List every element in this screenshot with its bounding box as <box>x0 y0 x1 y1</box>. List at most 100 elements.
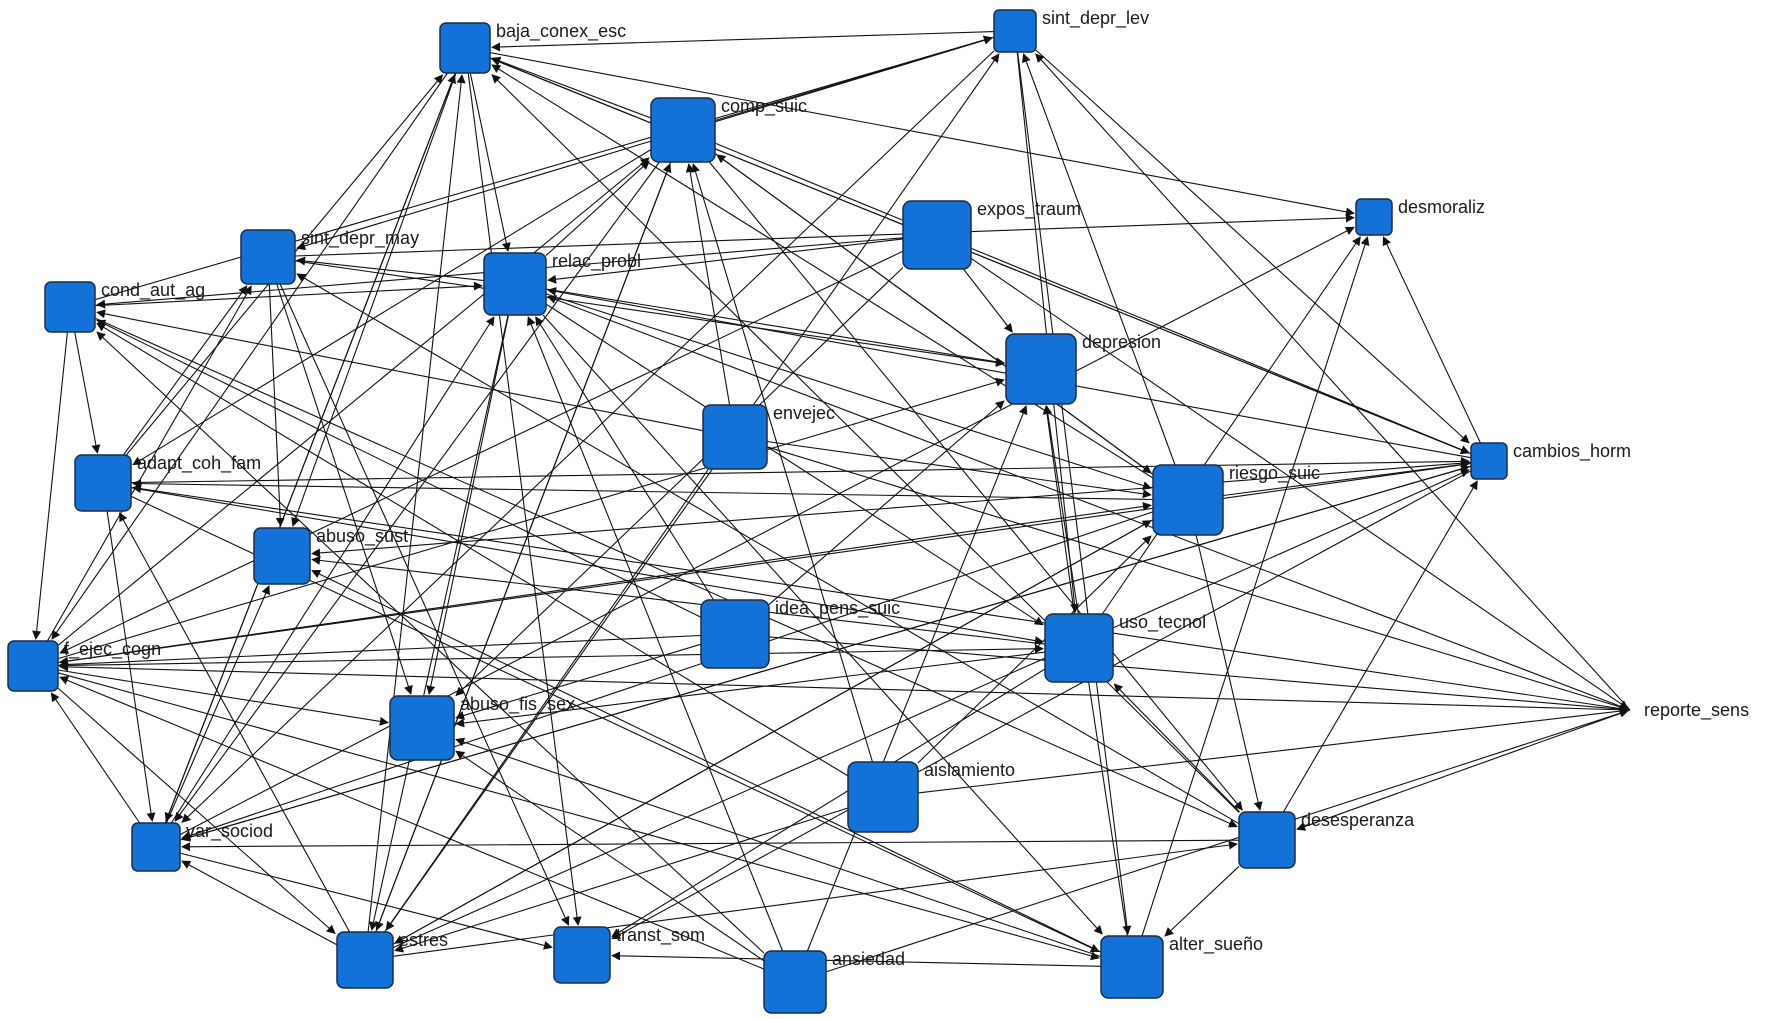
node-box-abuso_fis_sex[interactable] <box>389 695 455 761</box>
node-sint_depr_lev[interactable]: sint_depr_lev <box>993 8 1149 53</box>
node-box-adapt_coh_fam[interactable] <box>74 454 132 512</box>
node-abuso_sust[interactable]: abuso_sust <box>253 526 408 585</box>
node-idea_pens_suic[interactable]: idea_pens_suic <box>700 598 900 669</box>
node-label-comp_suic: comp_suic <box>721 96 807 117</box>
node-label-sint_depr_may: sint_depr_may <box>301 228 419 249</box>
edge-alter_sueño-to-abuso_sust <box>311 569 1102 953</box>
edge-sint_depr_lev-to-var_sociod <box>181 50 995 823</box>
edge-alter_sueño-to-desmoraliz <box>1141 236 1370 937</box>
edge-estres-to-baja_conex_esc <box>367 74 466 933</box>
node-box-sint_depr_may[interactable] <box>240 229 296 285</box>
edge-relac_probl-to-riesgo_suic <box>545 293 1152 490</box>
node-relac_probl[interactable]: relac_probl <box>483 251 641 316</box>
node-box-comp_suic[interactable] <box>650 97 716 163</box>
node-box-var_sociod[interactable] <box>131 822 181 872</box>
edge-expos_traum-to-abuso_fis_sex <box>455 267 904 697</box>
edge-estres-to-riesgo_suic <box>392 520 1152 945</box>
node-expos_traum[interactable]: expos_traum <box>902 199 1081 270</box>
node-label-f_ejec_cogn: f_ejec_cogn <box>64 639 161 660</box>
edge-cambios_horm-to-abuso_sust <box>311 461 1472 558</box>
node-box-estres[interactable] <box>336 931 394 989</box>
edge-var_sociod-to-abuso_sust <box>165 585 270 824</box>
edge-adapt_coh_fam-to-var_sociod <box>106 510 156 822</box>
node-desmoraliz[interactable]: desmoraliz <box>1355 197 1485 236</box>
node-estres[interactable]: estres <box>336 930 448 989</box>
node-f_ejec_cogn[interactable]: f_ejec_cogn <box>7 639 161 692</box>
node-box-f_ejec_cogn[interactable] <box>7 640 59 692</box>
edge-estres-to-var_sociod <box>181 860 338 946</box>
edge-cambios_horm-to-transt_som <box>611 470 1472 940</box>
node-box-depresion[interactable] <box>1005 333 1077 405</box>
node-box-envejec[interactable] <box>702 404 768 470</box>
edge-aislamiento-to-cond_aut_ag <box>96 322 849 777</box>
node-box-aislamiento[interactable] <box>847 761 919 833</box>
node-box-riesgo_suic[interactable] <box>1152 464 1224 536</box>
node-box-desesperanza[interactable] <box>1238 811 1296 869</box>
edge-uso_tecnol-to-desmoraliz <box>1101 236 1361 615</box>
node-label-baja_conex_esc: baja_conex_esc <box>496 21 626 42</box>
node-cond_aut_ag[interactable]: cond_aut_ag <box>44 280 205 333</box>
edge-riesgo_suic-to-sint_depr_lev <box>1022 53 1176 466</box>
edge-riesgo_suic-to-desesperanza <box>1195 534 1263 811</box>
edge-comp_suic-to-desesperanza <box>708 161 1243 811</box>
node-box-idea_pens_suic[interactable] <box>700 599 770 669</box>
node-box-relac_probl[interactable] <box>483 252 547 316</box>
node-sint_depr_may[interactable]: sint_depr_may <box>240 228 419 285</box>
edge-baja_conex_esc-to-desmoraliz <box>489 52 1355 217</box>
edge-f_ejec_cogn-to-comp_suic <box>57 157 650 646</box>
node-label-estres: estres <box>399 930 448 950</box>
edge-var_sociod-to-relac_probl <box>170 316 495 824</box>
edge-baja_conex_esc-to-transt_som <box>467 72 582 926</box>
edge-ansiedad-to-cond_aut_ag <box>96 331 765 954</box>
node-box-alter_sueño[interactable] <box>1100 935 1164 999</box>
node-label-riesgo_suic: riesgo_suic <box>1229 463 1320 484</box>
edge-riesgo_suic-to-var_sociod <box>181 511 1154 840</box>
edge-reporte_sens-to-desesperanza <box>1296 709 1631 831</box>
edge-aislamiento-to-comp_suic <box>691 163 874 763</box>
node-transt_som[interactable]: transt_som <box>553 925 705 984</box>
node-box-uso_tecnol[interactable] <box>1044 613 1114 683</box>
node-uso_tecnol[interactable]: uso_tecnol <box>1044 612 1206 683</box>
node-comp_suic[interactable]: comp_suic <box>650 96 807 163</box>
node-baja_conex_esc[interactable]: baja_conex_esc <box>439 21 626 74</box>
node-box-baja_conex_esc[interactable] <box>439 22 491 74</box>
node-box-cambios_horm[interactable] <box>1470 442 1508 480</box>
edge-aislamiento-to-riesgo_suic <box>917 535 1152 764</box>
edge-expos_traum-to-relac_probl <box>547 238 904 284</box>
node-box-desmoraliz[interactable] <box>1355 198 1393 236</box>
node-cambios_horm[interactable]: cambios_horm <box>1470 441 1631 480</box>
edge-sint_depr_lev-to-baja_conex_esc <box>491 31 995 52</box>
edge-relac_probl-to-comp_suic <box>545 160 650 257</box>
node-depresion[interactable]: depresion <box>1005 332 1161 405</box>
node-box-expos_traum[interactable] <box>902 200 972 270</box>
edge-uso_tecnol-to-abuso_fis_sex <box>455 651 1046 728</box>
node-aislamiento[interactable]: aislamiento <box>847 760 1015 833</box>
node-riesgo_suic[interactable]: riesgo_suic <box>1152 463 1320 536</box>
node-label-expos_traum: expos_traum <box>977 199 1081 220</box>
edge-sint_depr_lev-to-uso_tecnol <box>1016 51 1079 613</box>
node-alter_sueño[interactable]: alter_sueño <box>1100 934 1263 999</box>
node-box-abuso_sust[interactable] <box>253 527 311 585</box>
node-box-transt_som[interactable] <box>553 926 611 984</box>
node-box-cond_aut_ag[interactable] <box>44 281 96 333</box>
node-abuso_fis_sex[interactable]: abuso_fis_sex <box>389 694 575 761</box>
node-label-envejec: envejec <box>773 403 835 423</box>
edge-uso_tecnol-to-depresion <box>1042 405 1075 615</box>
edge-desesperanza-to-var_sociod <box>181 839 1240 852</box>
node-var_sociod[interactable]: var_sociod <box>131 821 273 872</box>
edge-envejec-to-riesgo_suic <box>766 440 1152 499</box>
node-box-sint_depr_lev[interactable] <box>993 9 1037 53</box>
node-adapt_coh_fam[interactable]: adapt_coh_fam <box>74 453 261 512</box>
edge-f_ejec_cogn-to-uso_tecnol <box>57 644 1044 667</box>
edge-desesperanza-to-cambios_horm <box>1282 480 1478 813</box>
edge-adapt_coh_fam-to-sint_depr_may <box>122 285 248 456</box>
node-reporte_sens[interactable]: reporte_sens <box>1644 700 1749 721</box>
node-box-ansiedad[interactable] <box>763 950 827 1014</box>
node-label-idea_pens_suic: idea_pens_suic <box>775 598 900 619</box>
node-ansiedad[interactable]: ansiedad <box>763 949 905 1014</box>
edge-relac_probl-to-depresion <box>545 288 1005 367</box>
edge-cond_aut_ag-to-f_ejec_cogn <box>32 331 68 640</box>
node-envejec[interactable]: envejec <box>702 403 835 470</box>
node-desesperanza[interactable]: desesperanza <box>1238 810 1415 869</box>
